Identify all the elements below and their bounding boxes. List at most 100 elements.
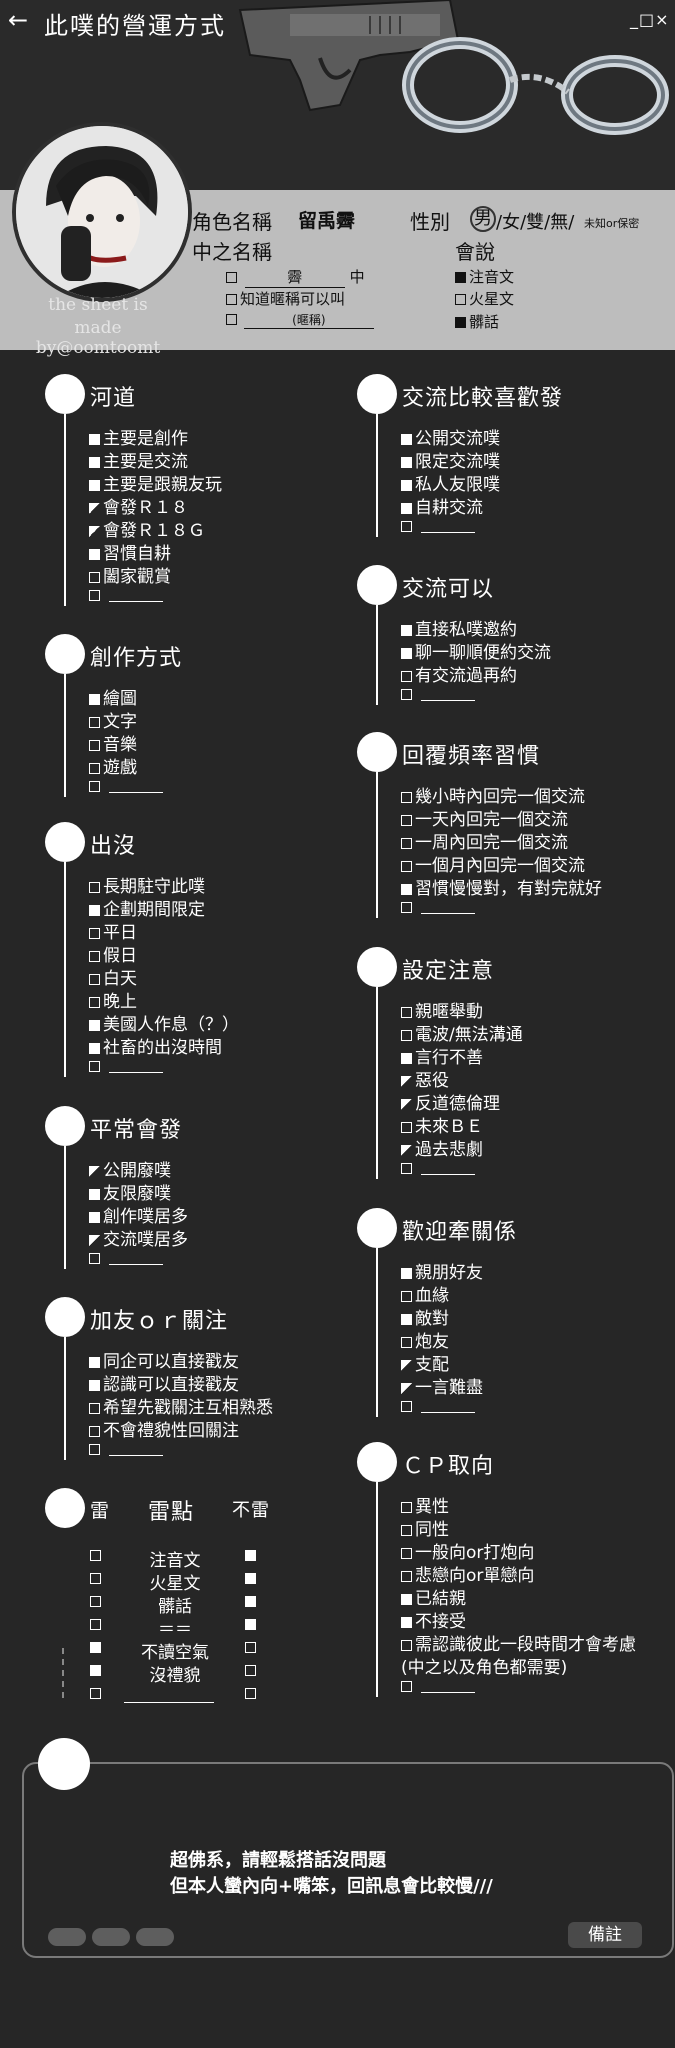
checkbox-checked-icon[interactable]	[401, 1053, 412, 1064]
window-controls[interactable]: _□×	[630, 10, 670, 29]
checkbox-checked-icon[interactable]	[89, 434, 100, 445]
section-title: 創作方式	[90, 646, 183, 671]
checkbox-checked-icon[interactable]	[89, 905, 100, 916]
checkbox-checked-icon[interactable]	[401, 1099, 412, 1110]
checkbox-icon[interactable]	[89, 1253, 100, 1264]
checkbox-icon[interactable]	[226, 294, 237, 305]
checkbox-icon[interactable]	[89, 997, 100, 1008]
checkbox-icon[interactable]	[245, 1642, 256, 1653]
checkbox-checked-icon[interactable]	[89, 480, 100, 491]
checkbox-checked-icon[interactable]	[89, 1235, 100, 1246]
checkbox-icon[interactable]	[401, 861, 412, 872]
checkbox-icon[interactable]	[401, 689, 412, 700]
checkbox-icon[interactable]	[89, 951, 100, 962]
checkbox-icon[interactable]	[89, 1426, 100, 1437]
back-arrow-icon[interactable]: ←	[8, 6, 29, 34]
checkbox-icon[interactable]	[401, 902, 412, 913]
checkbox-icon[interactable]	[90, 1688, 101, 1699]
checkbox-icon[interactable]	[90, 1573, 101, 1584]
checkbox-icon[interactable]	[89, 928, 100, 939]
checkbox-checked-icon[interactable]	[245, 1550, 256, 1561]
checkbox-icon[interactable]	[245, 1665, 256, 1676]
checkbox-icon[interactable]	[401, 1548, 412, 1559]
checkbox-icon[interactable]	[401, 792, 412, 803]
checkbox-checked-icon[interactable]	[245, 1596, 256, 1607]
checkbox-icon[interactable]	[89, 1444, 100, 1455]
checkbox-icon[interactable]	[401, 1337, 412, 1348]
checkbox-icon[interactable]	[89, 717, 100, 728]
checkbox-icon[interactable]	[401, 1030, 412, 1041]
checkbox-checked-icon[interactable]	[401, 625, 412, 636]
checkbox-icon[interactable]	[90, 1550, 101, 1561]
checkbox-icon[interactable]	[89, 1061, 100, 1072]
checkbox-icon[interactable]	[455, 294, 466, 305]
checkbox-checked-icon[interactable]	[90, 1642, 101, 1653]
checkbox-checked-icon[interactable]	[90, 1665, 101, 1676]
checkbox-checked-icon[interactable]	[401, 1314, 412, 1325]
checkbox-icon[interactable]	[401, 1681, 412, 1692]
checkbox-icon[interactable]	[89, 781, 100, 792]
checkbox-checked-icon[interactable]	[245, 1573, 256, 1584]
checkbox-icon[interactable]	[89, 740, 100, 751]
checkbox-checked-icon[interactable]	[401, 648, 412, 659]
checkbox-checked-icon[interactable]	[89, 694, 100, 705]
checkbox-icon[interactable]	[401, 815, 412, 826]
checkbox-icon[interactable]	[89, 590, 100, 601]
checkbox-icon[interactable]	[89, 1403, 100, 1414]
checkbox-icon[interactable]	[226, 272, 237, 283]
checkbox-checked-icon[interactable]	[89, 1189, 100, 1200]
checkbox-icon[interactable]	[401, 1122, 412, 1133]
checkbox-icon[interactable]	[401, 1640, 412, 1651]
pill-button[interactable]	[136, 1928, 174, 1946]
checkbox-icon[interactable]	[401, 1163, 412, 1174]
checkbox-icon[interactable]	[89, 882, 100, 893]
gender-unknown[interactable]: 未知or保密	[584, 217, 640, 230]
checkbox-icon[interactable]	[401, 1502, 412, 1513]
checkbox-checked-icon[interactable]	[89, 1380, 100, 1391]
checkbox-icon[interactable]	[455, 272, 466, 283]
checkbox-icon[interactable]	[401, 1291, 412, 1302]
checkbox-icon[interactable]	[401, 521, 412, 532]
checkbox-icon[interactable]	[89, 974, 100, 985]
checkbox-checked-icon[interactable]	[401, 457, 412, 468]
checkbox-checked-icon[interactable]	[401, 1145, 412, 1156]
pill-button[interactable]	[48, 1928, 86, 1946]
checkbox-checked-icon[interactable]	[89, 1043, 100, 1054]
checkbox-checked-icon[interactable]	[89, 1166, 100, 1177]
checkbox-checked-icon[interactable]	[89, 503, 100, 514]
checkbox-icon[interactable]	[226, 314, 237, 325]
checkbox-icon[interactable]	[401, 1525, 412, 1536]
checkbox-checked-icon[interactable]	[89, 1212, 100, 1223]
checkbox-icon[interactable]	[455, 317, 466, 328]
checkbox-checked-icon[interactable]	[89, 1357, 100, 1368]
checkbox-checked-icon[interactable]	[401, 503, 412, 514]
checkbox-icon[interactable]	[401, 838, 412, 849]
checkbox-icon[interactable]	[89, 572, 100, 583]
checkbox-icon[interactable]	[401, 1401, 412, 1412]
checkbox-icon[interactable]	[89, 763, 100, 774]
gender-options[interactable]: /女/雙/無/	[496, 212, 575, 233]
checkbox-icon[interactable]	[90, 1619, 101, 1630]
list-item-label: 言行不善	[415, 1048, 483, 1068]
checkbox-checked-icon[interactable]	[89, 457, 100, 468]
checkbox-checked-icon[interactable]	[401, 434, 412, 445]
checkbox-checked-icon[interactable]	[89, 549, 100, 560]
checkbox-icon[interactable]	[401, 671, 412, 682]
checkbox-checked-icon[interactable]	[89, 1020, 100, 1031]
checkbox-checked-icon[interactable]	[401, 480, 412, 491]
checkbox-icon[interactable]	[90, 1596, 101, 1607]
checkbox-checked-icon[interactable]	[245, 1619, 256, 1630]
checkbox-checked-icon[interactable]	[401, 1360, 412, 1371]
checkbox-checked-icon[interactable]	[401, 1594, 412, 1605]
checkbox-checked-icon[interactable]	[401, 1076, 412, 1087]
checkbox-checked-icon[interactable]	[89, 526, 100, 537]
checkbox-checked-icon[interactable]	[401, 884, 412, 895]
checkbox-checked-icon[interactable]	[401, 1617, 412, 1628]
checkbox-icon[interactable]	[401, 1007, 412, 1018]
checkbox-checked-icon[interactable]	[401, 1268, 412, 1279]
checkbox-icon[interactable]	[401, 1571, 412, 1582]
checkbox-icon[interactable]	[245, 1688, 256, 1699]
checkbox-checked-icon[interactable]	[401, 1383, 412, 1394]
pill-button[interactable]	[92, 1928, 130, 1946]
gender-selected[interactable]: 男	[470, 206, 496, 232]
